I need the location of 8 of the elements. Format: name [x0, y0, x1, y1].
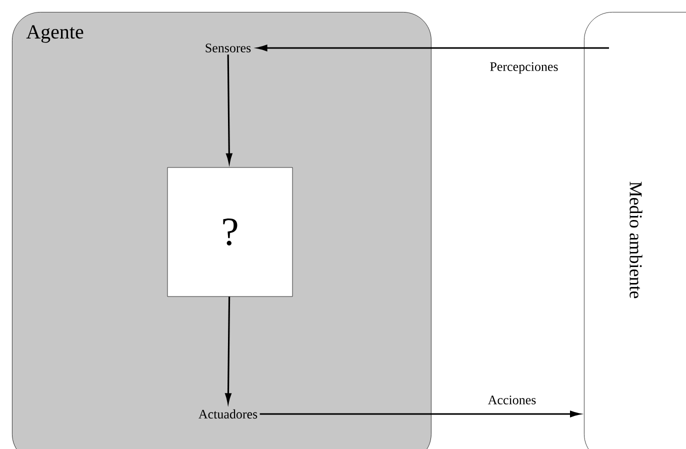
component-label: Sensores — [206, 44, 251, 52]
edge-label: Acciones — [488, 396, 536, 404]
process-box: ? — [167, 167, 293, 297]
component-label: Actuadores — [198, 409, 258, 419]
environment-panel: Medio ambiente — [584, 12, 686, 449]
edge-label: Percepciones — [490, 62, 558, 74]
arrow — [257, 44, 609, 52]
arrow — [225, 296, 232, 404]
